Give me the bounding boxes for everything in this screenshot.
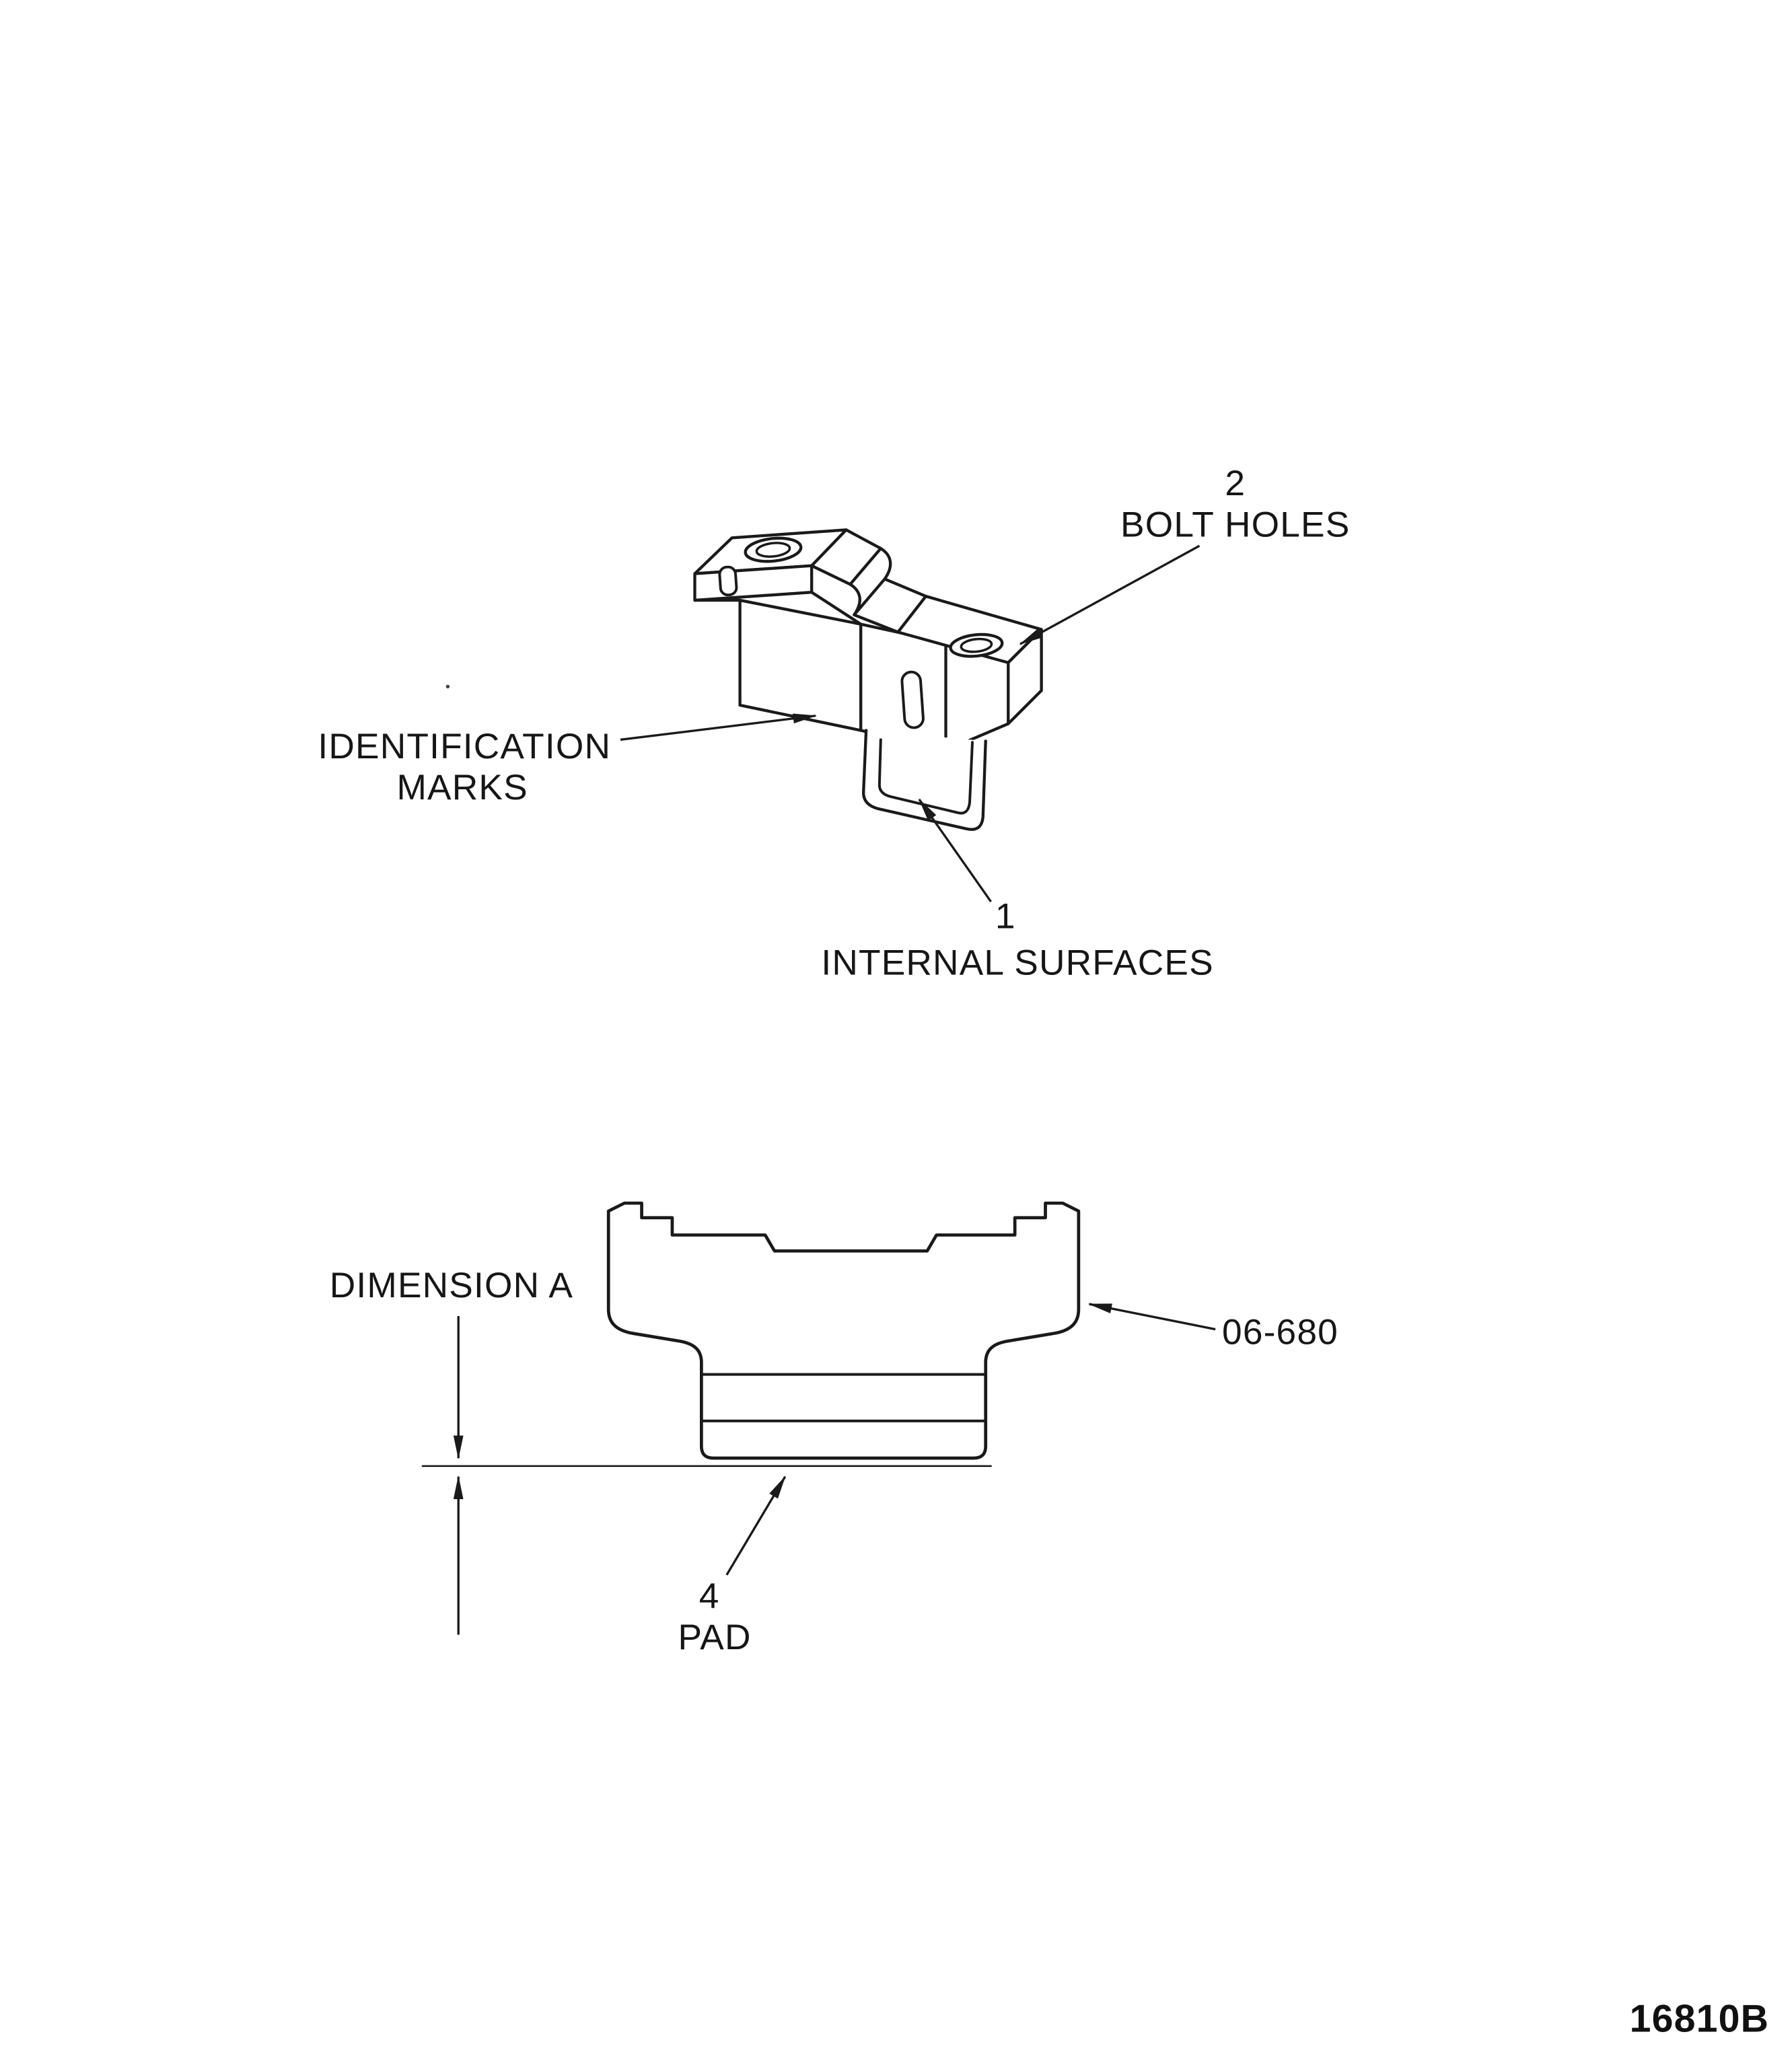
dimension-a-label: DIMENSION A xyxy=(330,1266,573,1305)
identification-marks-label-line1: IDENTIFICATION xyxy=(318,727,611,766)
bolt-holes-callout-number: 2 xyxy=(1225,464,1246,503)
isometric-view xyxy=(445,528,1043,831)
stray-dot xyxy=(445,684,450,689)
pad-callout-label: PAD xyxy=(678,1618,752,1657)
figure-code: 16810B xyxy=(1630,1998,1770,2041)
left-bolt-hole xyxy=(744,536,803,563)
internal-surfaces-callout-label: INTERNAL SURFACES xyxy=(821,943,1213,983)
side-profile-outline xyxy=(606,1201,1081,1460)
pad-callout-number: 4 xyxy=(699,1577,720,1616)
mid-front-edge xyxy=(810,591,863,626)
identification-marks-leader-arrow xyxy=(620,713,818,741)
internal-surfaces-leader-arrow xyxy=(918,798,992,903)
identification-marks-label-line2: MARKS xyxy=(396,768,528,807)
pad-leader-arrow xyxy=(725,1475,787,1576)
bolt-holes-callout-label: BOLT HOLES xyxy=(1120,505,1350,544)
channel-edge-back xyxy=(879,546,892,581)
right-bolt-hole xyxy=(949,632,1004,658)
right-front-slot xyxy=(900,670,925,729)
part-ref-label: 06-680 xyxy=(1222,1312,1338,1352)
bolt-holes-leader-arrow xyxy=(1019,544,1200,645)
side-view xyxy=(421,1201,1081,1468)
part-ref-leader-arrow xyxy=(1087,1303,1216,1331)
left-ear-slot xyxy=(718,565,738,597)
leader-arrows xyxy=(453,544,1216,1635)
internal-surfaces-callout-number: 1 xyxy=(995,897,1016,937)
front-face xyxy=(738,598,863,732)
